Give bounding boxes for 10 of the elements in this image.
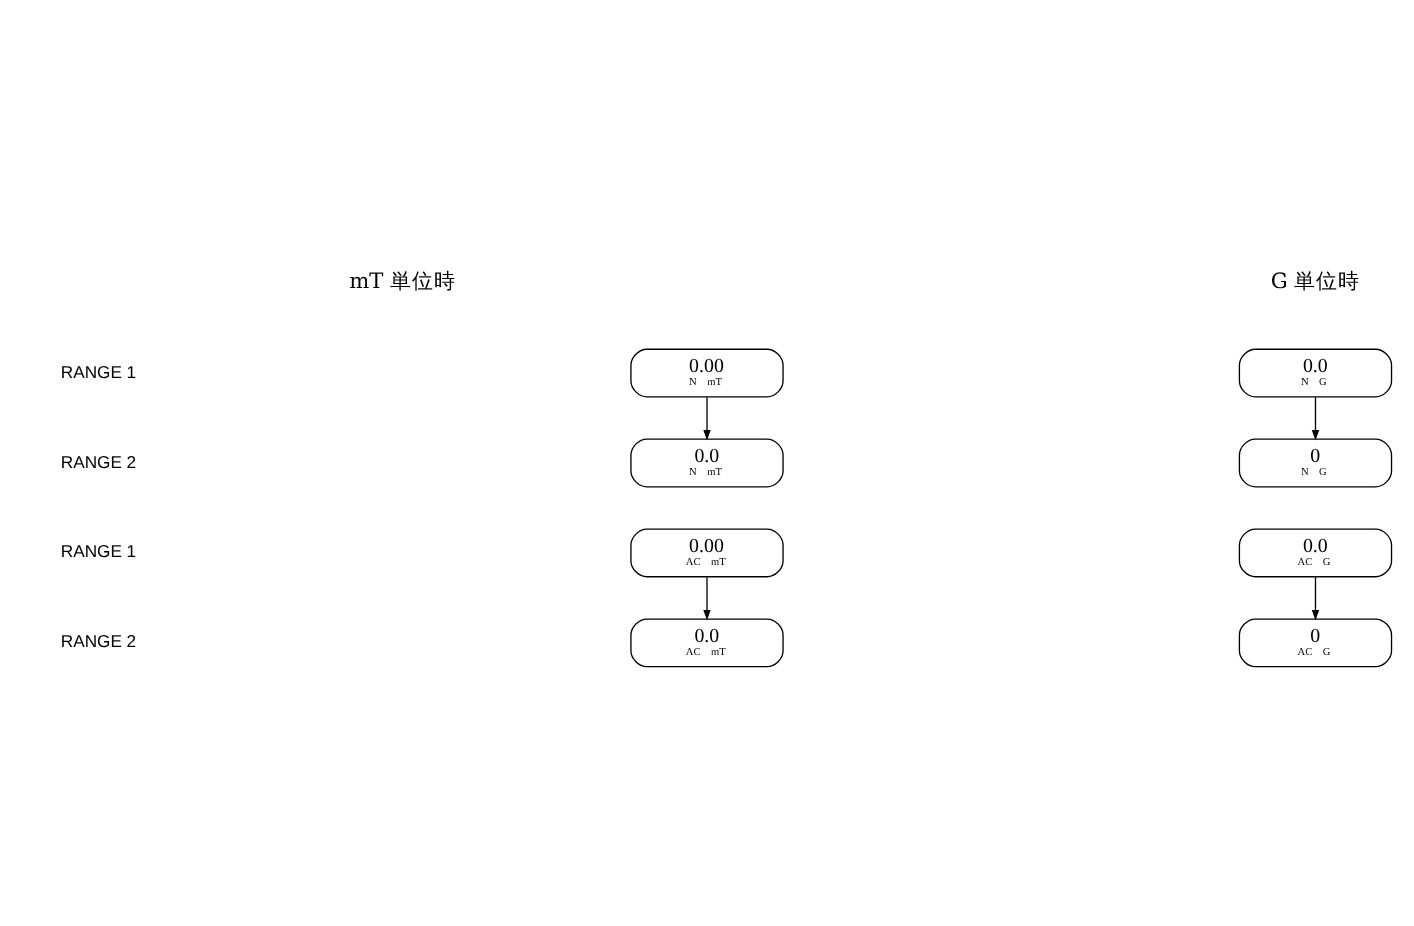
arrow [1311,576,1320,621]
arrow [1311,396,1320,441]
arrow [703,576,711,621]
label: RANGE 1 [60,361,137,382]
label: RANGE 1 [60,541,137,562]
label: mT 単位時 [349,270,457,295]
label: RANGE 2 [60,451,137,472]
label: RANGE 2 [60,631,137,652]
arrow [703,396,711,441]
label: G 単位時 [1270,270,1361,295]
